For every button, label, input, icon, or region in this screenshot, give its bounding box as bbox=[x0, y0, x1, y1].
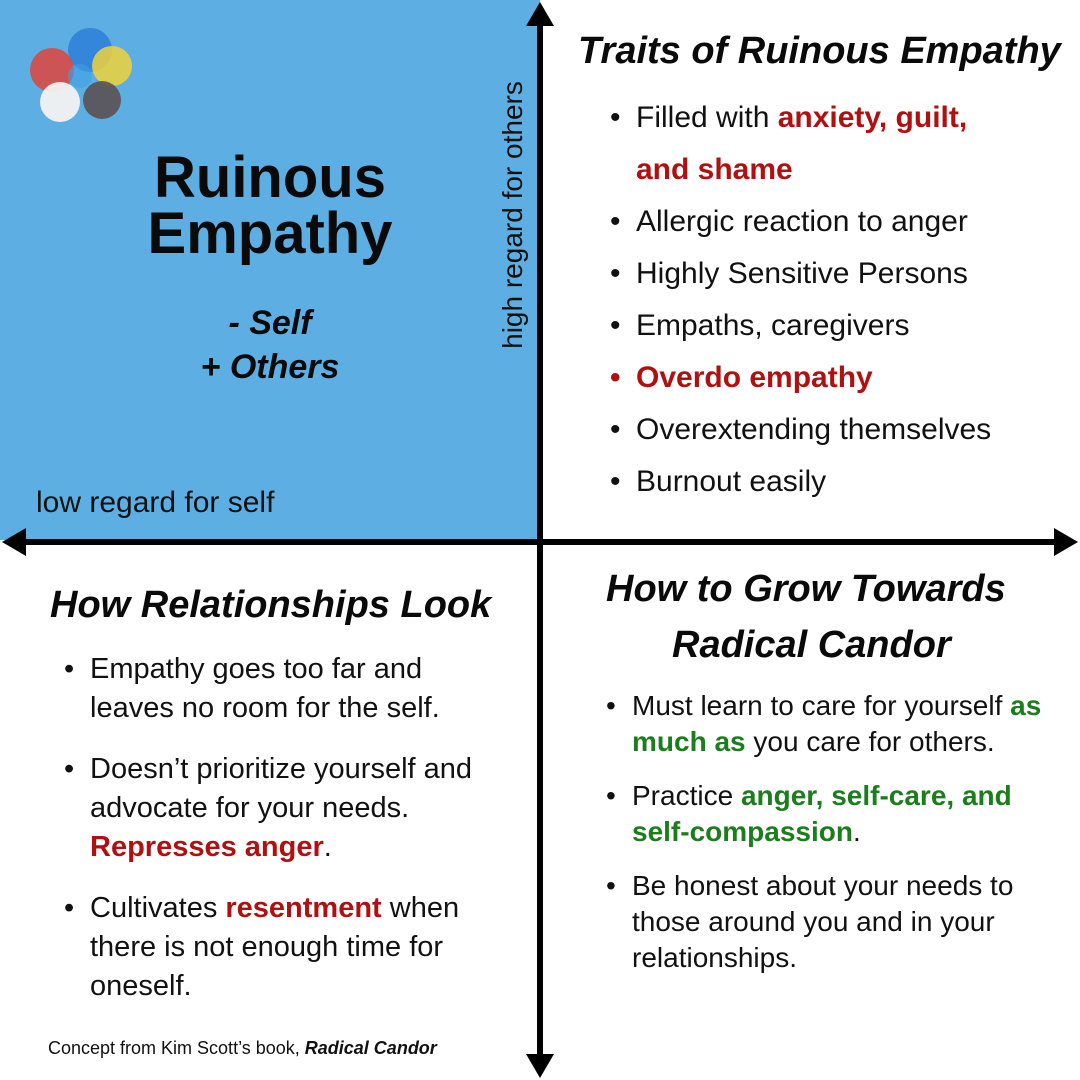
quadrant-title: Ruinous Empathy bbox=[70, 145, 470, 266]
grow-text: Must learn to care for yourself bbox=[632, 690, 1011, 721]
grow-highlight: as much as bbox=[632, 690, 1042, 757]
list-item: Highly Sensitive Persons bbox=[608, 248, 991, 300]
list-item: Practice anger, self-care, and self-comp… bbox=[604, 778, 1054, 850]
x-axis-label: low regard for self bbox=[36, 486, 275, 519]
quadrant-title-line2: Empathy bbox=[147, 201, 393, 266]
list-item: Overextending themselves bbox=[608, 404, 991, 456]
plus-others-label: + Others bbox=[200, 348, 340, 386]
grow-highlight: anger, self-care, and self-compassion bbox=[632, 780, 1012, 847]
trait-highlight: and shame bbox=[636, 153, 793, 186]
right-arrow-head bbox=[1054, 528, 1078, 556]
credit-book-title: Radical Candor bbox=[304, 1038, 437, 1058]
relationships-heading: How Relationships Look bbox=[50, 584, 492, 626]
traits-list: Filled with anxiety, guilt, and shame Al… bbox=[608, 92, 991, 508]
relationship-text: when there is not enough time for onesel… bbox=[90, 892, 460, 1002]
left-arrow-head bbox=[2, 528, 26, 556]
relationship-highlight: resentment bbox=[225, 892, 382, 924]
grow-list: Must learn to care for yourself as much … bbox=[604, 688, 1054, 994]
quadrant-title-line1: Ruinous bbox=[154, 145, 386, 210]
relationship-text: Cultivates bbox=[90, 892, 226, 924]
list-item: Cultivates resentment when there is not … bbox=[62, 889, 512, 1006]
list-item: Empathy goes too far and leaves no room … bbox=[62, 650, 512, 728]
grow-heading-line2: Radical Candor bbox=[672, 624, 951, 666]
grow-heading-line1: How to Grow Towards bbox=[606, 568, 1006, 610]
trait-text: Filled with bbox=[636, 101, 778, 134]
source-credit: Concept from Kim Scott’s book, Radical C… bbox=[48, 1038, 437, 1059]
up-arrow-head bbox=[526, 2, 554, 26]
list-item: Doesn’t prioritize yourself and advocate… bbox=[62, 750, 512, 867]
grow-text: . bbox=[852, 816, 861, 847]
traits-heading: Traits of Ruinous Empathy bbox=[578, 30, 1061, 72]
relationships-list: Empathy goes too far and leaves no room … bbox=[62, 650, 512, 1028]
relationship-text: Doesn’t prioritize yourself and advocate… bbox=[90, 753, 473, 824]
list-item: Must learn to care for yourself as much … bbox=[604, 688, 1054, 760]
credit-prefix: Concept from Kim Scott’s book, bbox=[48, 1038, 305, 1058]
minus-self-label: - Self bbox=[228, 304, 312, 342]
list-item: Burnout easily bbox=[608, 456, 991, 508]
watercolor-blots-logo bbox=[30, 28, 132, 122]
list-item: Allergic reaction to anger bbox=[608, 196, 991, 248]
relationship-text: . bbox=[323, 831, 332, 863]
trait-highlight: anxiety, guilt, bbox=[777, 101, 968, 134]
list-item: Overdo empathy bbox=[608, 352, 991, 404]
grow-text: Practice bbox=[632, 780, 741, 811]
down-arrow-head bbox=[526, 1054, 554, 1078]
list-item: Empaths, caregivers bbox=[608, 300, 991, 352]
relationship-highlight: Represses anger bbox=[90, 831, 324, 863]
list-item: Filled with anxiety, guilt, and shame bbox=[608, 92, 991, 196]
list-item: Be honest about your needs to those arou… bbox=[604, 868, 1054, 976]
grow-text: you care for others. bbox=[745, 726, 995, 757]
